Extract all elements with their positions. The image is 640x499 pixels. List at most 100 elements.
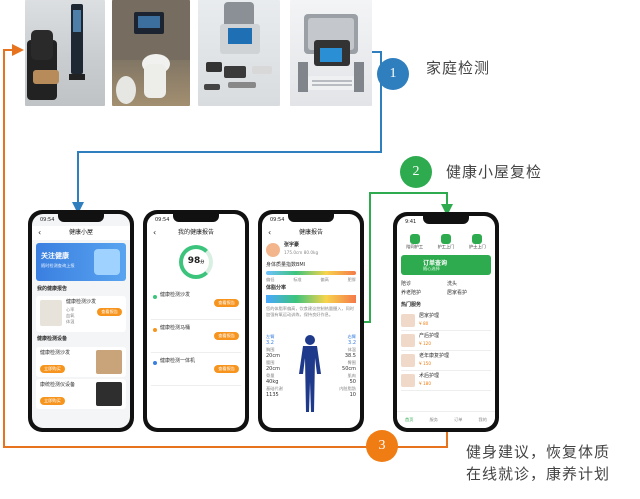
- device-2-thumbnail: [96, 382, 122, 406]
- hot-item-3-thumb: [401, 354, 415, 367]
- shortcut-nurse[interactable]: 护士上门: [469, 234, 486, 250]
- service-item-1[interactable]: 陪诊: [401, 281, 445, 288]
- escort-icon: [410, 234, 420, 244]
- step-3-label-line1: 健身建议，恢复体质: [466, 441, 610, 462]
- buy-button-1[interactable]: 立即购买: [40, 365, 65, 373]
- right-value-3: 50cm: [328, 366, 356, 373]
- bottom-nav: 首页 服务 订单 我的: [397, 411, 495, 428]
- phone-notch: [173, 214, 219, 222]
- avatar: [266, 243, 280, 257]
- bullet-icon: [153, 295, 157, 299]
- service-item-3[interactable]: 养老陪护: [401, 290, 445, 297]
- page-title: 健康报告: [299, 229, 323, 236]
- view-report-button-3[interactable]: 查看报告: [214, 365, 239, 373]
- step-1-circle: 1: [377, 58, 409, 90]
- hot-item-1[interactable]: 居家护理 ¥ 80: [401, 312, 491, 331]
- bmi-tab-high: 偏高: [320, 277, 328, 283]
- body-silhouette: [295, 334, 325, 414]
- hot-item-4-price: ¥ 180: [419, 381, 431, 387]
- hot-item-2-price: ¥ 120: [419, 341, 431, 347]
- nav-profile[interactable]: 我的: [479, 417, 487, 423]
- shortcut-escort[interactable]: 陪同护工: [406, 234, 423, 250]
- shortcut-nurse-label: 护士上门: [469, 244, 486, 250]
- fat-advice: 您的体脂率偏高，饮食建议控制热量摄入，同时加强有氧运动训练，保持良好作息。: [262, 304, 360, 332]
- nav-services[interactable]: 服务: [430, 417, 438, 423]
- health-score: 98: [188, 256, 201, 266]
- banner-illustration: [94, 249, 120, 275]
- phone-notch: [58, 214, 104, 222]
- nav-home[interactable]: 首页: [405, 417, 413, 423]
- page-title: 我的健康报告: [178, 229, 214, 236]
- nurse-icon: [472, 234, 482, 244]
- order-banner-subtitle: 随心选择: [423, 266, 440, 272]
- hot-item-2-thumb: [401, 334, 415, 347]
- device-card-2[interactable]: 康统检测仪设备 立即购买: [36, 379, 126, 409]
- step-2-circle: 2: [400, 156, 432, 188]
- step-1-label: 家庭检测: [426, 57, 490, 78]
- hot-item-2[interactable]: 产后护理 ¥ 120: [401, 332, 491, 351]
- phone-body-report: 09:54 ‹健康报告 张宇豪 175.0cm 80.0kg 身体质量指数BMI…: [258, 210, 364, 432]
- hot-item-3[interactable]: 老年康复护理 ¥ 150: [401, 352, 491, 371]
- phone-care-services: 9:41 陪同护工 护工上门 护士上门 订单查询 随心选择 陪诊 洗头 养老陪护…: [393, 212, 499, 432]
- bmi-tab-normal: 标准: [293, 277, 301, 283]
- report-list-item-2[interactable]: 健康检测马桶 查看报告: [151, 324, 241, 353]
- shortcut-caregiver[interactable]: 护工上门: [438, 234, 455, 250]
- service-item-2[interactable]: 洗头: [447, 281, 491, 288]
- banner-title: 关注健康: [41, 251, 69, 261]
- sofa-thumbnail: [40, 300, 62, 326]
- user-name: 张宇豪: [284, 242, 299, 249]
- service-item-4[interactable]: 居家看护: [447, 290, 491, 297]
- hot-item-1-thumb: [401, 314, 415, 327]
- phone-health-report-list: 09:54 ‹我的健康报告 98分 健康检测沙发 查看报告 健康检测马桶 查看报…: [143, 210, 249, 432]
- left-value-2: 20cm: [266, 353, 294, 360]
- phone-health-cabin: 09:54 ‹健康小屋 关注健康 随时检测查询上报 我的健康报告 健康检测沙发 …: [28, 210, 134, 432]
- banner-subtitle: 随时检测查询上报: [41, 263, 75, 269]
- hot-item-3-name: 老年康复护理: [419, 353, 449, 360]
- caregiver-icon: [441, 234, 451, 244]
- page-header: ‹ 健康报告: [262, 226, 360, 240]
- user-height: 175.0: [284, 250, 296, 255]
- report-row-3: 体温: [66, 319, 74, 325]
- right-value-1: 3.2: [328, 340, 356, 347]
- device-1-thumbnail: [96, 350, 122, 374]
- report-list-item-3[interactable]: 健康检测一体机 查看报告: [151, 357, 241, 386]
- page-title: 健康小屋: [69, 229, 93, 236]
- report-card[interactable]: 健康检测沙发 心率 血氧 体温 查看报告: [36, 296, 126, 332]
- back-icon[interactable]: ‹: [38, 226, 41, 240]
- report-item-title: 健康检测沙发: [66, 299, 96, 306]
- score-ring: 98分: [179, 245, 213, 279]
- report-list-item-1[interactable]: 健康检测沙发 查看报告: [151, 291, 241, 320]
- report-name-2: 健康检测马桶: [160, 325, 190, 332]
- fat-title: 体脂分率: [262, 283, 360, 294]
- back-icon[interactable]: ‹: [268, 226, 271, 240]
- view-report-button-1[interactable]: 查看报告: [214, 299, 239, 307]
- hot-item-4-thumb: [401, 374, 415, 387]
- hot-item-1-price: ¥ 80: [419, 321, 428, 327]
- bullet-icon: [153, 361, 157, 365]
- arrow-blue: [78, 52, 381, 208]
- section-devices: 健康检测设备: [32, 333, 130, 346]
- bmi-tab-low: 偏低: [266, 277, 274, 283]
- hot-item-4-name: 术后护理: [419, 373, 439, 380]
- bmi-tab-obese: 肥胖: [348, 277, 356, 283]
- bmi-title: 身体质量指数BMI: [262, 262, 360, 269]
- device-1-title: 健康检测沙发: [40, 350, 70, 357]
- right-value-2: 38.5: [328, 353, 356, 360]
- right-value-5: 10: [328, 392, 356, 399]
- order-banner[interactable]: 订单查询 随心选择: [401, 255, 491, 275]
- view-report-button[interactable]: 查看报告: [97, 308, 122, 316]
- banner[interactable]: 关注健康 随时检测查询上报: [36, 243, 126, 281]
- buy-button-2[interactable]: 立即购买: [40, 397, 65, 405]
- hot-item-4[interactable]: 术后护理 ¥ 180: [401, 372, 491, 391]
- step-2-label: 健康小屋复检: [446, 161, 542, 182]
- nav-orders[interactable]: 订单: [454, 417, 462, 423]
- right-value-4: 50: [328, 379, 356, 386]
- shortcut-caregiver-label: 护工上门: [438, 244, 455, 250]
- view-report-button-2[interactable]: 查看报告: [214, 332, 239, 340]
- hot-services-title: 热门服务: [397, 300, 495, 311]
- phone-notch: [288, 214, 334, 222]
- fat-bar: [266, 295, 356, 303]
- back-icon[interactable]: ‹: [153, 226, 156, 240]
- score-unit: 分: [200, 259, 204, 264]
- device-card-1[interactable]: 健康检测沙发 立即购买: [36, 347, 126, 377]
